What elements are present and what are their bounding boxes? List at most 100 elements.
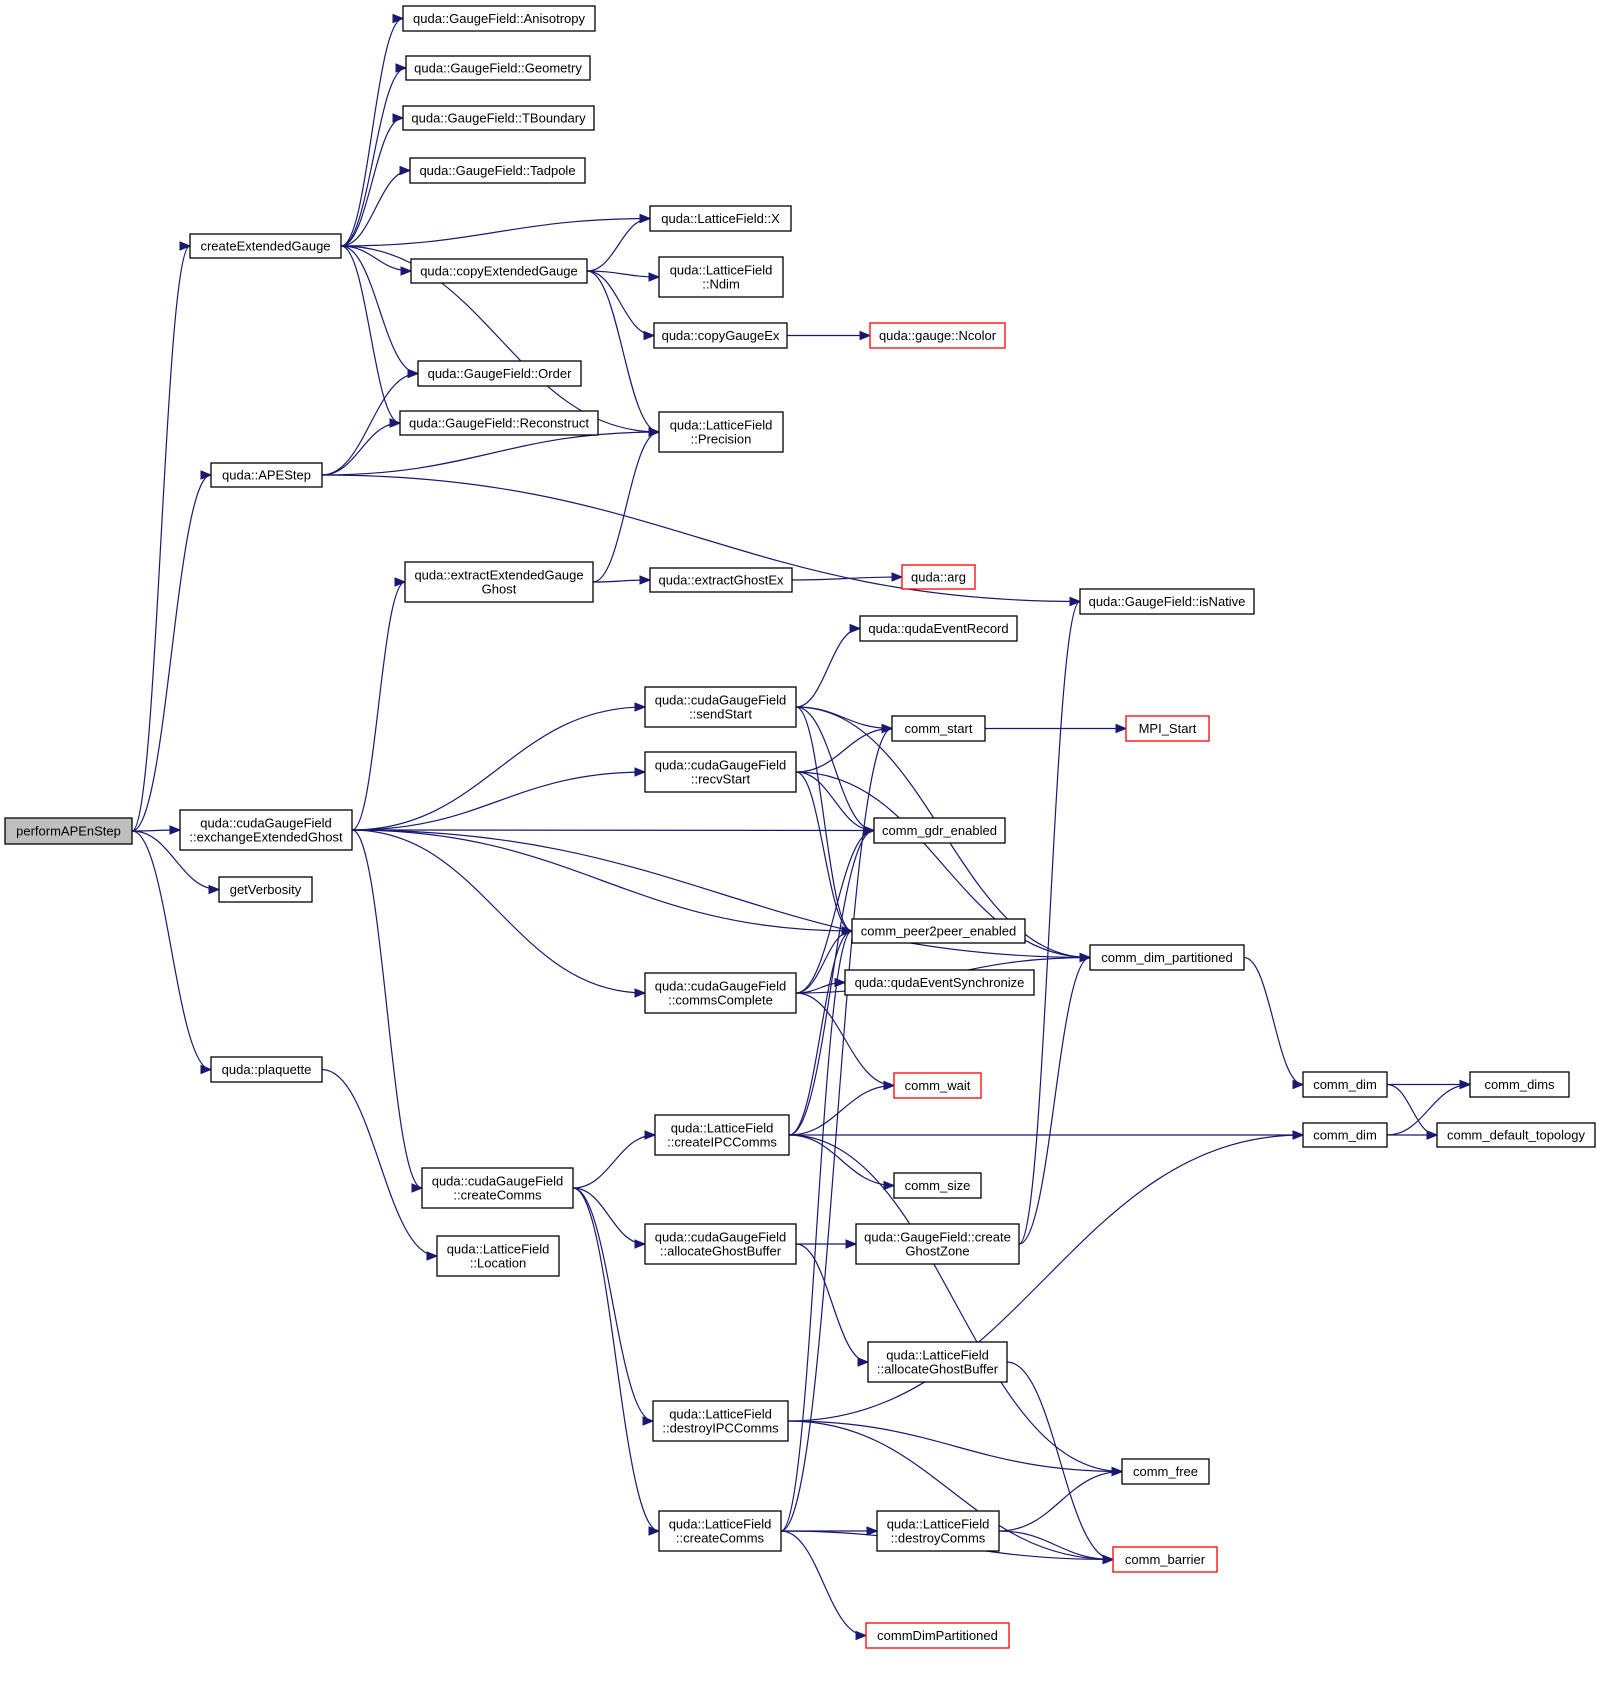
node-box xyxy=(417,360,582,387)
node-box xyxy=(658,1510,782,1552)
node-label: quda::GaugeField::Order xyxy=(428,366,572,381)
edge-exchange-extended-ghost-to-comm-gdr-enabled xyxy=(351,829,875,832)
edge-cgf-allocate-ghost-buffer-to-lf-allocate-ghost-buffer xyxy=(795,1243,869,1363)
node-comm-peer2peer-enabled[interactable]: comm_peer2peer_enabled xyxy=(851,918,1026,944)
arrowhead-comm-dim-partitioned xyxy=(1079,952,1092,963)
node-box xyxy=(1079,588,1255,615)
node-comm-barrier[interactable]: comm_barrier xyxy=(1112,1546,1218,1573)
node-tboundary[interactable]: quda::GaugeField::TBoundary xyxy=(402,105,595,131)
node-label: quda::LatticeField xyxy=(447,1242,550,1257)
arrowhead-anisotropy xyxy=(392,13,405,24)
arrowhead-extract-ghost-ex xyxy=(639,575,652,585)
node-anisotropy[interactable]: quda::GaugeField::Anisotropy xyxy=(402,5,596,32)
node-comm-dim-partitioned-camel[interactable]: commDimPartitioned xyxy=(865,1622,1010,1649)
arrowhead-tboundary xyxy=(392,113,405,123)
node-comm-start[interactable]: comm_start xyxy=(891,715,986,742)
edge-create-extended-gauge-to-reconstruct xyxy=(340,245,401,424)
edge-lf-create-comms-to-comm-start xyxy=(780,727,893,1532)
arrowhead-comm-gdr-enabled xyxy=(863,825,876,836)
arrowhead-ape-step xyxy=(200,470,213,480)
node-comm-gdr-enabled[interactable]: comm_gdr_enabled xyxy=(873,817,1006,844)
node-box xyxy=(891,715,986,742)
node-tadpole[interactable]: quda::GaugeField::Tadpole xyxy=(409,157,586,184)
edge-ape-step-to-reconstruct xyxy=(321,422,401,476)
node-lf-allocate-ghost-buffer[interactable]: quda::LatticeField::allocateGhostBuffer xyxy=(867,1341,1008,1383)
node-label: ::Precision xyxy=(691,432,752,447)
node-recv-start[interactable]: quda::cudaGaugeField::recvStart xyxy=(644,751,797,793)
arrowhead-comm-peer2peer-enabled xyxy=(841,926,854,936)
node-extract-ghost-ex[interactable]: quda::extractGhostEx xyxy=(649,567,793,593)
node-label: ::createComms xyxy=(453,1188,542,1203)
node-box xyxy=(210,462,323,488)
node-plaquette[interactable]: quda::plaquette xyxy=(210,1056,323,1083)
node-box xyxy=(901,564,976,590)
node-box xyxy=(410,258,588,284)
node-arg[interactable]: quda::arg xyxy=(901,564,976,590)
node-comm-default-topology[interactable]: comm_default_topology xyxy=(1436,1122,1596,1148)
arrowhead-send-start xyxy=(634,702,647,712)
node-create-extended-gauge[interactable]: createExtendedGauge xyxy=(189,233,342,259)
node-copy-gauge-ex[interactable]: quda::copyGaugeEx xyxy=(653,322,788,349)
node-cgf-allocate-ghost-buffer[interactable]: quda::cudaGaugeField::allocateGhostBuffe… xyxy=(644,1223,797,1265)
node-label: ::createIPCComms xyxy=(667,1135,777,1150)
node-precision[interactable]: quda::LatticeField::Precision xyxy=(658,411,784,453)
node-comm-dim-partitioned[interactable]: comm_dim_partitioned xyxy=(1089,944,1245,971)
node-comm-dim1[interactable]: comm_dim xyxy=(1302,1071,1388,1098)
arrowhead-comm-start xyxy=(881,723,894,734)
node-create-ipccomms[interactable]: quda::LatticeField::createIPCComms xyxy=(654,1114,790,1156)
node-exchange-extended-ghost[interactable]: quda::cudaGaugeField::exchangeExtendedGh… xyxy=(179,809,353,851)
node-quda-event-record[interactable]: quda::qudaEventRecord xyxy=(859,615,1018,642)
node-quda-event-synchronize[interactable]: quda::qudaEventSynchronize xyxy=(844,969,1035,996)
arrowhead-precision xyxy=(648,427,661,437)
edge-ape-step-to-is-native xyxy=(321,474,1081,603)
node-copy-extended-gauge[interactable]: quda::copyExtendedGauge xyxy=(410,258,588,284)
node-label: comm_dim xyxy=(1313,1128,1377,1143)
node-order[interactable]: quda::GaugeField::Order xyxy=(417,360,582,387)
node-comm-wait[interactable]: comm_wait xyxy=(893,1072,982,1099)
node-ncolor[interactable]: quda::gauge::Ncolor xyxy=(869,322,1006,349)
arrowhead-comm-wait xyxy=(883,1080,896,1091)
edge-create-ipccomms-to-comm-size xyxy=(788,1134,895,1187)
node-ape-step[interactable]: quda::APEStep xyxy=(210,462,323,488)
node-is-native[interactable]: quda::GaugeField::isNative xyxy=(1079,588,1255,615)
edge-exchange-extended-ghost-to-comm-dim-partitioned xyxy=(351,829,1091,959)
node-comm-free[interactable]: comm_free xyxy=(1121,1458,1210,1485)
node-get-verbosity[interactable]: getVerbosity xyxy=(218,876,313,903)
node-comm-dims[interactable]: comm_dims xyxy=(1469,1071,1570,1098)
node-label: quda::plaquette xyxy=(222,1062,312,1077)
node-comms-complete[interactable]: quda::cudaGaugeField::commsComplete xyxy=(644,972,797,1014)
node-comm-dim2[interactable]: comm_dim xyxy=(1302,1122,1388,1148)
edge-copy-extended-gauge-to-copy-gauge-ex xyxy=(586,270,655,337)
node-destroy-comms[interactable]: quda::LatticeField::destroyComms xyxy=(876,1510,1000,1552)
node-box xyxy=(844,969,1035,996)
edge-comm-dim2-to-comm-dims xyxy=(1386,1083,1471,1136)
node-label: quda::GaugeField::isNative xyxy=(1089,594,1246,609)
node-lattice-x[interactable]: quda::LatticeField::X xyxy=(649,205,792,232)
node-send-start[interactable]: quda::cudaGaugeField::sendStart xyxy=(644,686,797,728)
node-comm-size[interactable]: comm_size xyxy=(893,1172,982,1199)
node-box xyxy=(1112,1546,1218,1573)
edge-create-ipccomms-to-comm-wait xyxy=(788,1084,895,1136)
node-perform-apen-step[interactable]: performAPEnStep xyxy=(4,817,133,845)
node-reconstruct[interactable]: quda::GaugeField::Reconstruct xyxy=(399,410,599,436)
node-mpi-start[interactable]: MPI_Start xyxy=(1125,715,1210,742)
node-location[interactable]: quda::LatticeField::Location xyxy=(436,1235,560,1277)
node-label: quda::LatticeField xyxy=(671,1121,774,1136)
edge-exchange-extended-ghost-to-send-start xyxy=(351,706,646,831)
call-nodes: performAPEnStepcreateExtendedGaugequda::… xyxy=(4,5,1596,1649)
node-box xyxy=(654,1114,790,1156)
node-cgf-create-comms[interactable]: quda::cudaGaugeField::createComms xyxy=(421,1167,574,1209)
node-destroy-ipccomms[interactable]: quda::LatticeField::destroyIPCComms xyxy=(652,1400,789,1442)
edge-create-ghost-zone-to-comm-dim-partitioned xyxy=(1018,956,1091,1245)
node-label: quda::cudaGaugeField xyxy=(655,979,787,994)
node-lf-create-comms[interactable]: quda::LatticeField::createComms xyxy=(658,1510,782,1552)
node-box xyxy=(1125,715,1210,742)
node-geometry[interactable]: quda::GaugeField::Geometry xyxy=(405,55,591,81)
node-ndim[interactable]: quda::LatticeField::Ndim xyxy=(658,256,784,298)
node-label: ::sendStart xyxy=(689,707,752,722)
node-box xyxy=(893,1072,982,1099)
arrowhead-comm-barrier xyxy=(1102,1554,1115,1565)
